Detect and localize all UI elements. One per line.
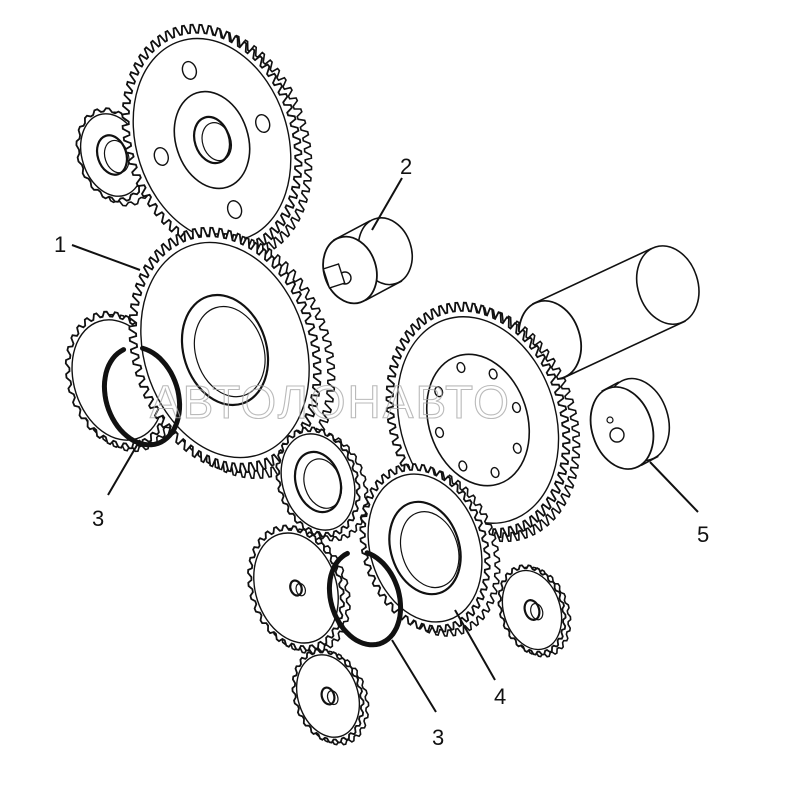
part-5-hub-face — [589, 386, 655, 470]
watermark-text: АВТОЛОНАВТО — [150, 376, 511, 428]
part-4-gear-bore-inner — [399, 511, 460, 589]
top-large-gear-bore-inner — [201, 122, 233, 162]
right-large-gear-hole — [434, 386, 444, 398]
part-5-small-hole — [606, 416, 614, 424]
part-2-hub-face — [322, 235, 378, 305]
large-cylinder-far-end — [635, 245, 700, 326]
right-small-gear-bore — [523, 599, 541, 621]
leader-line-3a — [107, 439, 141, 496]
middle-gear-rim — [280, 433, 356, 531]
right-large-gear-rim — [396, 316, 560, 524]
lower-left-gear-rim — [253, 532, 339, 644]
leader-lines — [71, 177, 699, 713]
callout-2: 2 — [400, 154, 412, 179]
right-large-gear-hole — [434, 426, 445, 439]
callout-3-left: 3 — [92, 506, 104, 531]
leader-line-5 — [649, 461, 699, 513]
lower-left-gear — [247, 524, 351, 655]
right-small-gear-rim — [501, 569, 563, 651]
part-4-gear-bore — [388, 500, 462, 596]
part-1-gear-rim — [140, 241, 310, 459]
leader-line-1 — [71, 244, 141, 271]
part-3-ring-bottom — [326, 550, 404, 648]
callout-1: 1 — [54, 232, 66, 257]
callout-labels: 1 2 3 3 4 5 — [54, 154, 709, 750]
part-5-hub — [589, 377, 671, 470]
leader-line-4 — [454, 609, 496, 681]
part-1-gear-bore-inner — [193, 305, 266, 398]
leader-line-2 — [371, 177, 403, 231]
parts-layer — [64, 23, 700, 746]
right-small-gear — [497, 564, 572, 658]
part-2-hub — [322, 217, 413, 305]
top-large-gear-bore — [192, 115, 232, 165]
lower-left-gear-bore-inner — [295, 582, 307, 597]
part-4-gear — [359, 463, 501, 637]
part-1-gear-bore — [180, 293, 270, 407]
right-large-gear-hole — [458, 460, 468, 472]
bottom-small-gear — [291, 648, 370, 746]
top-large-gear-hole — [181, 60, 198, 80]
top-large-gear-hole — [226, 200, 243, 220]
bottom-small-gear-bore-inner — [326, 690, 339, 706]
callout-4: 4 — [494, 684, 506, 709]
top-large-gear — [121, 23, 313, 261]
large-cylinder — [518, 245, 700, 381]
leader-line-3b — [391, 639, 437, 713]
middle-gear-bore-inner — [303, 458, 343, 509]
callout-3-bottom: 3 — [432, 725, 444, 750]
right-large-gear-hole — [512, 442, 522, 454]
top-large-gear-hub — [173, 90, 251, 190]
right-large-gear-hole — [511, 401, 522, 414]
middle-gear — [275, 426, 369, 542]
right-large-gear-hole — [488, 368, 498, 380]
right-small-gear-bore-inner — [530, 602, 544, 621]
right-large-gear-hub — [425, 353, 531, 487]
right-large-gear-hole — [490, 466, 500, 479]
part-2-key — [322, 263, 346, 289]
bottom-small-gear-rim — [295, 654, 361, 738]
top-large-gear-hole — [153, 146, 169, 166]
top-large-gear-hole — [255, 114, 271, 134]
part-3-ring-left — [101, 345, 183, 448]
part-5-hole — [609, 427, 625, 443]
part-4-gear-rim — [367, 473, 483, 623]
callout-5: 5 — [697, 522, 709, 547]
right-large-gear-hole — [456, 361, 466, 374]
